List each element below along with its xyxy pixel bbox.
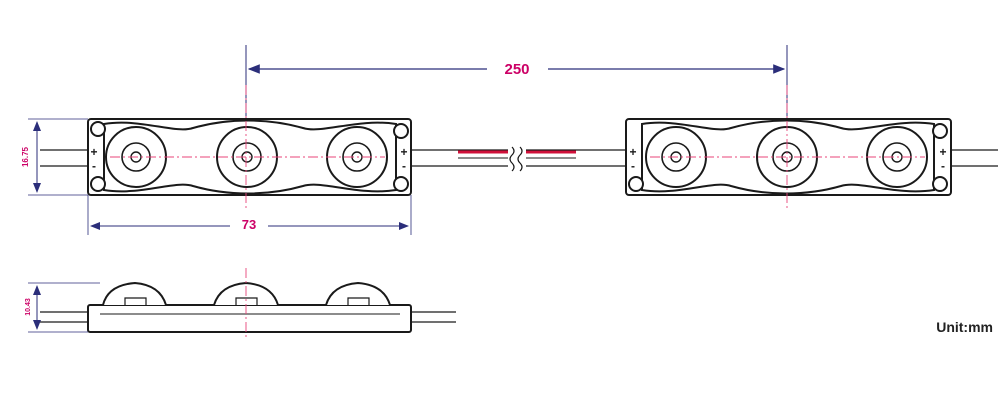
length-dimension: 73 — [87, 195, 412, 235]
pitch-dimension: 250 — [245, 45, 788, 118]
side-base — [87, 304, 412, 333]
right-polarity-plus-left: + — [629, 145, 636, 159]
side-dome-1 — [102, 281, 167, 306]
left-mount-hole-tl — [90, 121, 106, 137]
left-polarity-plus-left: + — [90, 145, 97, 159]
left-mount-hole-br — [393, 176, 409, 192]
right-mount-hole-tr — [932, 123, 948, 139]
unit-label: Unit:mm — [936, 319, 993, 335]
left-polarity-minus-right: - — [402, 159, 406, 173]
side-view — [40, 268, 456, 340]
side-dome-3 — [325, 281, 391, 306]
left-polarity-minus-left: - — [92, 159, 96, 173]
left-module-top-view: + - + - — [40, 85, 412, 210]
right-polarity-minus-left: - — [631, 159, 635, 173]
right-polarity-plus-right: + — [939, 145, 946, 159]
wire-break-right — [517, 146, 523, 172]
right-module-top-view: + - + - — [625, 85, 998, 210]
wire-break-left — [509, 146, 515, 172]
right-mount-hole-br — [932, 176, 948, 192]
height-value: 10.43 — [25, 298, 32, 316]
connecting-wires — [411, 146, 626, 172]
width-dimension: 16.75 — [21, 118, 88, 196]
right-polarity-minus-right: - — [941, 159, 945, 173]
left-polarity-plus-right: + — [400, 145, 407, 159]
length-value: 73 — [242, 217, 256, 232]
right-mount-hole-bl — [628, 176, 644, 192]
red-wire-left — [458, 150, 508, 154]
pitch-value: 250 — [504, 61, 529, 78]
width-value: 16.75 — [21, 146, 30, 167]
height-dimension: 10.43 — [25, 282, 100, 333]
red-wire-right — [526, 150, 576, 154]
left-mount-hole-bl — [90, 176, 106, 192]
left-mount-hole-tr — [393, 123, 409, 139]
